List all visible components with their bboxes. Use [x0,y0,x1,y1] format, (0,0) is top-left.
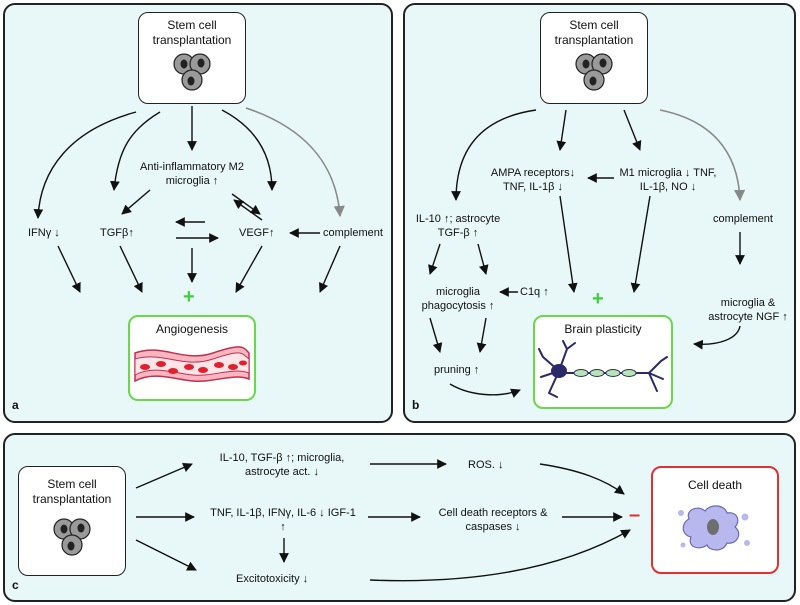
arrow-tgf-down [119,245,143,293]
arrow-m1-down [630,195,651,293]
arrow-stem-to-il10c [135,462,193,489]
arrow-stem-to-tgf [110,111,161,191]
dying-cell-icon [678,505,750,551]
arrow-vegf-to-m2 [233,199,263,221]
arrow-complement-down [319,245,341,293]
blood-vessel-icon [134,346,250,383]
stem-cell-box-c: Stem cell transplantation [18,466,126,576]
stem-cell-box-a: Stem cell transplantation [138,12,246,104]
stem-cell-box-b: Stem cell transplantation [540,12,648,104]
arrow-m2-to-vegf [231,193,261,215]
arrow-ifn-down [57,245,81,293]
il10-astrocyte-label: IL-10 ↑; astrocyte TGF-β ↑ [415,213,501,239]
stem-cell-title-c: Stem cell transplantation [32,477,112,506]
ampa-label: AMPA receptors↓ TNF, IL-1β ↓ [490,167,576,193]
minus-sign-c: – [629,504,641,526]
m2-microglia-label: Anti-inflammatory M2 microglia ↑ [140,161,244,187]
arrow-ampa-down [559,195,578,293]
angiogenesis-title: Angiogenesis [155,322,229,336]
excitotoxicity-label: Excitotoxicity ↓ [236,573,309,585]
stem-cells-icon-a [173,53,211,91]
panel-label-b: b [412,398,420,412]
phagocytosis-label: microglia phagocytosis ↑ [421,286,495,312]
arrow-il10-to-phago-left [428,243,441,275]
arrow-stem-to-m1 [623,109,642,151]
death-receptors-label: Cell death receptors & caspases ↓ [438,507,548,533]
stem-cell-title-a: Stem cell transplantation [152,18,232,47]
brain-plasticity-title: Brain plasticity [564,322,642,336]
complement-label-b: complement [713,213,773,225]
pruning-label: pruning ↑ [434,364,480,376]
brain-plasticity-box: Brain plasticity [533,315,673,409]
stem-cell-title-b: Stem cell transplantation [554,18,634,47]
vegf-label: VEGF↑ [239,227,275,239]
arrow-stem-to-excito [135,539,197,571]
tnf-il6-label: TNF, IL-1β, IFNγ, IL-6 ↓ IGF-1 ↑ [210,507,356,533]
arrow-pruning-to-plasticity [449,383,521,398]
tgf-label: TGFβ↑ [100,227,134,239]
arrow-stem-to-ifn [33,111,137,219]
arrow-excito-to-death [369,529,631,582]
arrow-stem-to-complement-a [245,107,345,218]
c1q-label: C1q ↑ [520,286,549,298]
stem-cells-icon-c [53,518,91,556]
arrow-ros-to-death [539,463,625,495]
il10-tgf-label: IL-10, TGF-β ↑; microglia, astrocyte act… [219,452,345,478]
panel-label-a: a [12,398,19,412]
arrow-stem-to-il10 [451,109,537,201]
cell-death-title: Cell death [687,478,743,492]
angiogenesis-box: Angiogenesis [128,315,256,401]
neuron-icon [538,340,668,398]
arrow-ngf-to-plasticity [693,325,741,350]
ifn-label: IFNγ ↓ [28,227,60,239]
arrow-stem-to-vegf [221,109,277,191]
panel-label-c: c [12,578,19,592]
arrow-phago-to-pruning-right [476,317,487,353]
arrow-m2-to-tgf [121,189,151,215]
cell-death-box: Cell death [651,466,779,574]
complement-label-a: complement [323,227,383,239]
arrow-stem-to-complement-b [659,109,746,202]
ros-label: ROS. ↓ [468,459,504,471]
stem-cells-icon-b [575,53,613,91]
arrow-vegf-down [235,245,263,293]
m1-microglia-label: M1 microglia ↓ TNF, IL-1β, NO ↓ [619,167,717,193]
arrow-stem-to-ampa [556,109,567,151]
ngf-label: microglia & astrocyte NGF ↑ [708,297,788,323]
arrow-phago-to-pruning-left [429,317,443,353]
arrow-il10-to-phago-right [477,243,489,275]
plus-sign-b: + [592,288,604,310]
plus-sign-a: + [183,286,195,308]
